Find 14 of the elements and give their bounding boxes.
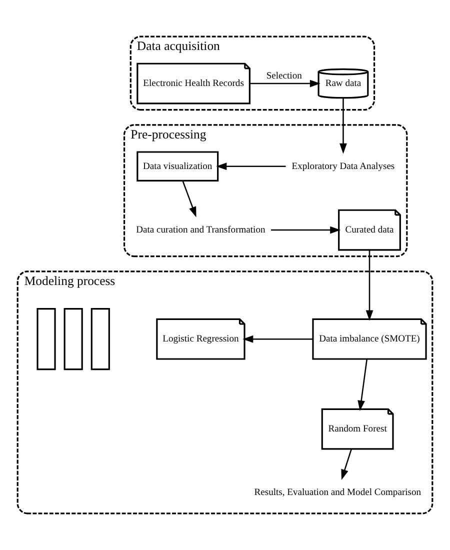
arrow [366, 250, 374, 321]
arrow [242, 335, 313, 343]
node-text: Results, Evaluation and Model Comparison [254, 487, 422, 498]
node-box: Data visualization [136, 151, 219, 182]
node-text: Exploratory Data Analyses [292, 160, 395, 172]
arrow [182, 180, 196, 218]
node-text: Data curation and Transformation [136, 224, 266, 236]
edge-label: Selection [266, 70, 302, 82]
arrow [216, 162, 286, 170]
arrow [341, 448, 352, 480]
arrow [250, 80, 320, 88]
arrow [340, 98, 347, 154]
arrow [270, 226, 341, 234]
arrow [358, 358, 368, 412]
